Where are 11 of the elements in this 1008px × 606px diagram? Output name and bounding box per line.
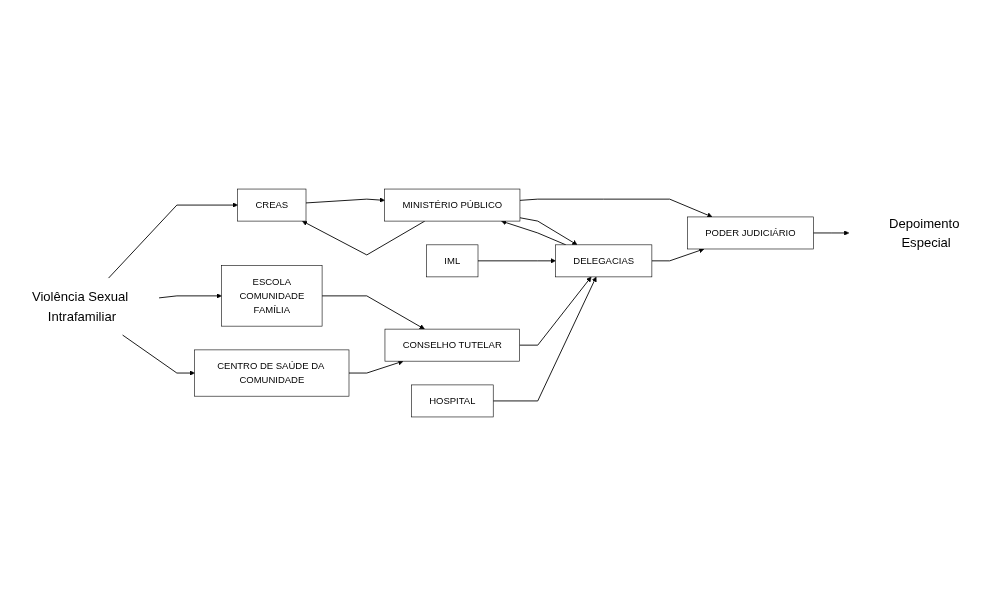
node-box: HOSPITAL (411, 384, 494, 418)
node-box: CONSELHO TUTELAR (384, 328, 520, 362)
node-box: IML (426, 244, 479, 278)
node-text: Depoimento Especial (889, 215, 960, 251)
node-box: ESCOLA COMUNIDADE FAMÍLIA (221, 265, 323, 327)
node-text: Violência Sexual Intrafamiliar (31, 289, 129, 324)
node-box: MINISTÉRIO PÚBLICO (384, 188, 521, 222)
node-box: DELEGACIAS (555, 244, 653, 278)
node-box: CENTRO DE SAÚDE DA COMUNIDADE (194, 349, 350, 397)
node-box: PODER JUDICIÁRIO (687, 216, 814, 250)
node-box: CREAS (237, 188, 307, 222)
